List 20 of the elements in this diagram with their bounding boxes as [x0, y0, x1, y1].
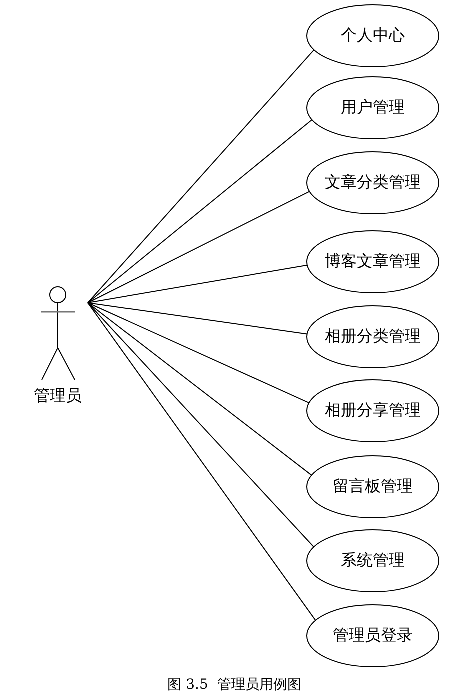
- use-case-label: 博客文章管理: [324, 252, 422, 272]
- association-line: [88, 264, 308, 304]
- use-case-label: 相册分享管理: [324, 400, 422, 422]
- association-line: [88, 191, 310, 304]
- association-line: [88, 302, 312, 476]
- association-line: [88, 302, 316, 622]
- actor-label: 管理员: [33, 386, 83, 407]
- use-case-label: 文章分类管理: [324, 172, 422, 194]
- association-line: [88, 302, 308, 335]
- use-case-label: 用户管理: [340, 98, 406, 118]
- association-line: [88, 302, 314, 548]
- use-case-label: 个人中心: [340, 26, 406, 46]
- use-case-label: 留言板管理: [332, 476, 414, 498]
- figure-caption: 图 3.5 管理员用例图: [166, 676, 302, 694]
- use-case-label: 相册分类管理: [324, 326, 422, 348]
- use-case-label: 系统管理: [340, 550, 406, 572]
- association-line: [88, 119, 313, 304]
- use-case-label: 管理员登录: [332, 626, 414, 646]
- association-line: [88, 50, 315, 304]
- association-line: [88, 302, 310, 404]
